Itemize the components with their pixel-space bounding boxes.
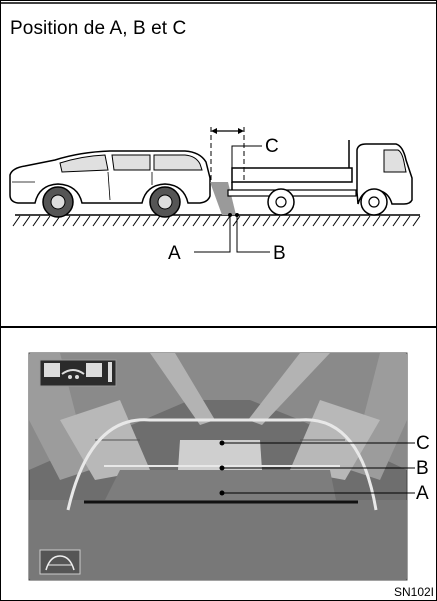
figure-code: SN102I: [393, 585, 434, 599]
leader-a: [194, 215, 231, 253]
truck: [227, 140, 413, 216]
ground: [12, 214, 421, 227]
side-view-diagram: [9, 127, 421, 253]
minivan: [9, 150, 211, 218]
camera-screen: [28, 352, 415, 581]
page-title: Position de A, B et C: [10, 18, 187, 39]
sensor-display-icon: [39, 359, 117, 387]
guide-arc: [66, 418, 378, 511]
leader-c: [231, 145, 262, 178]
guide-mode-icon: [39, 549, 81, 575]
leader-b: [236, 215, 270, 253]
